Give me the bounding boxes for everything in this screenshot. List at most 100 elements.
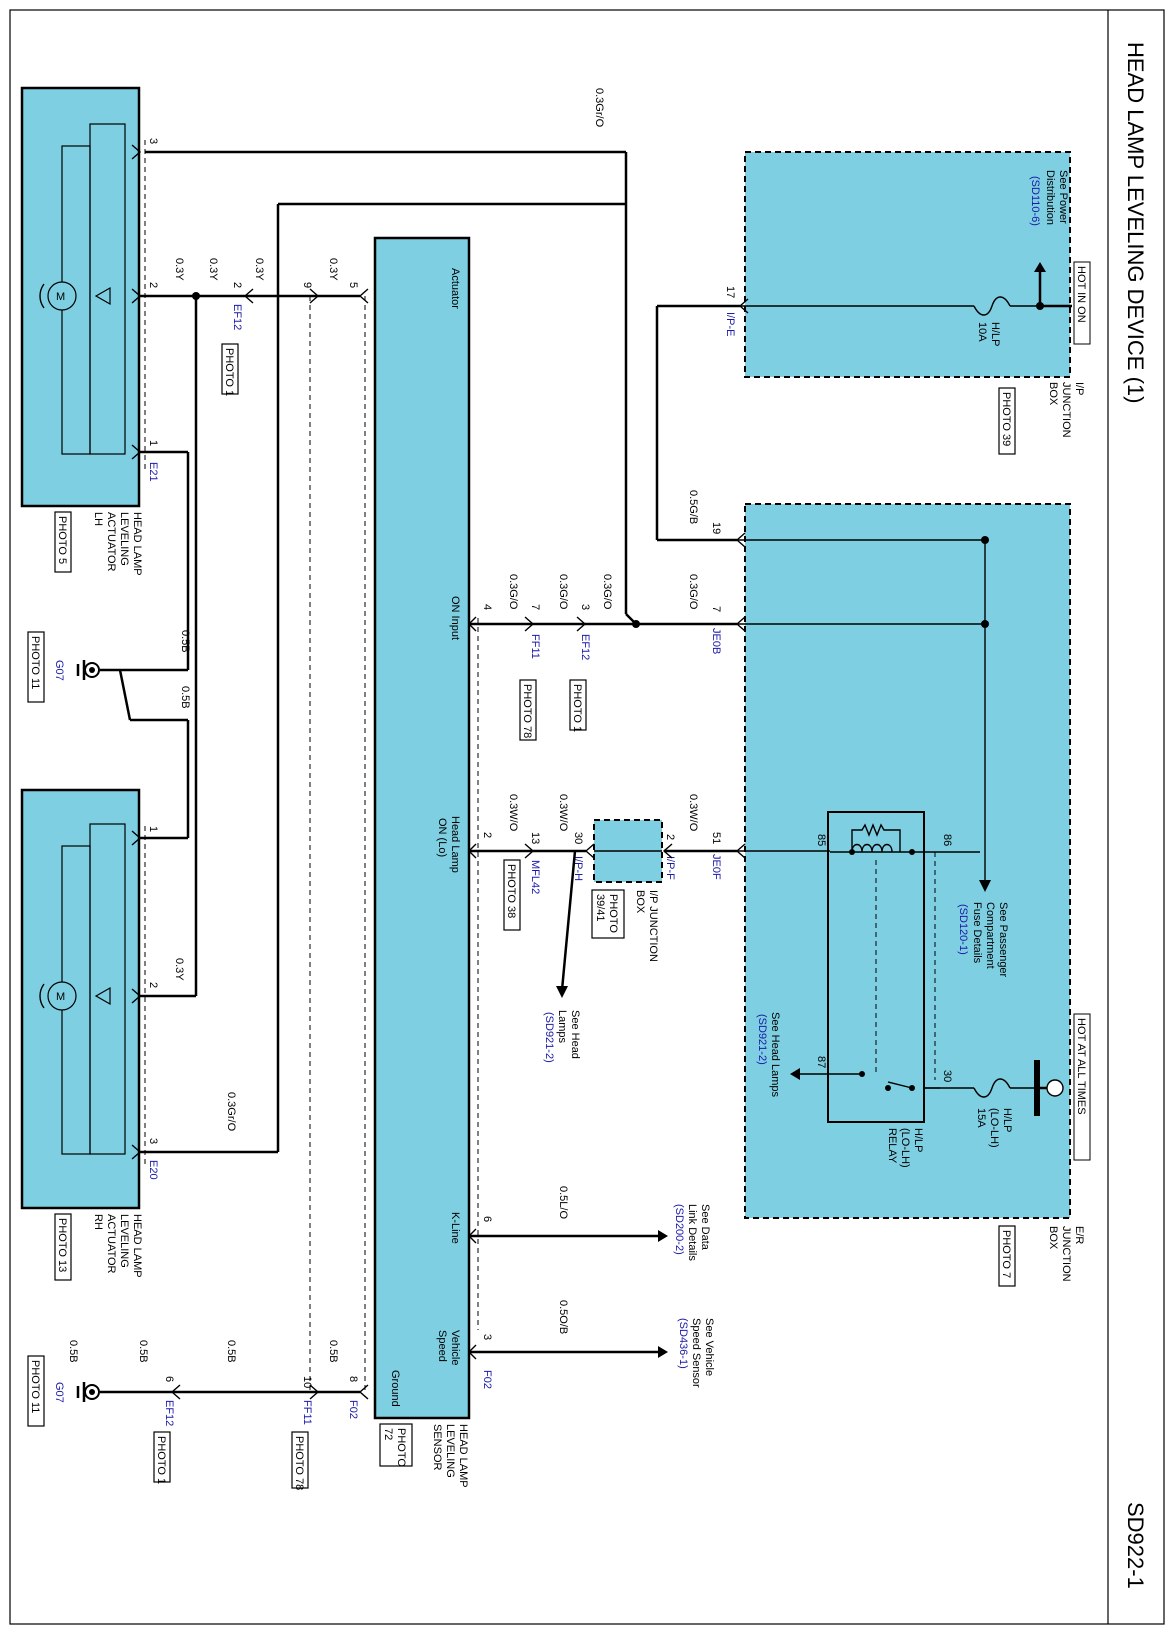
svg-text:0.5B: 0.5B bbox=[327, 1340, 339, 1363]
svg-text:39/41: 39/41 bbox=[594, 894, 606, 922]
svg-text:0.3Y: 0.3Y bbox=[253, 258, 265, 281]
triangle-icon bbox=[94, 286, 111, 306]
svg-text:PHOTO 1: PHOTO 1 bbox=[155, 1436, 167, 1484]
svg-text:I/P-E: I/P-E bbox=[724, 312, 736, 336]
svg-text:Vehicle: Vehicle bbox=[449, 1330, 461, 1365]
svg-text:6: 6 bbox=[481, 1216, 493, 1222]
svg-text:JUNCTION: JUNCTION bbox=[1060, 1226, 1072, 1282]
svg-text:H/LP: H/LP bbox=[912, 1128, 924, 1152]
svg-text:LEVELING: LEVELING bbox=[118, 512, 130, 566]
svg-text:0.3G/O: 0.3G/O bbox=[557, 574, 569, 610]
svg-text:0.3Gr/O: 0.3Gr/O bbox=[593, 88, 605, 128]
svg-text:PHOTO 1: PHOTO 1 bbox=[223, 348, 235, 396]
svg-text:1: 1 bbox=[147, 440, 159, 446]
svg-text:LH: LH bbox=[92, 512, 104, 526]
svg-text:SENSOR: SENSOR bbox=[431, 1424, 443, 1471]
svg-text:See Head: See Head bbox=[569, 1010, 581, 1059]
svg-text:6: 6 bbox=[163, 1376, 175, 1382]
svg-text:10: 10 bbox=[301, 1376, 313, 1388]
svg-text:2: 2 bbox=[481, 832, 493, 838]
svg-text:0.5B: 0.5B bbox=[67, 1340, 79, 1363]
hot-at-all-times-box bbox=[1073, 1013, 1091, 1161]
svg-text:7: 7 bbox=[710, 606, 722, 612]
svg-text:See Power: See Power bbox=[1057, 170, 1069, 224]
svg-text:7: 7 bbox=[529, 604, 541, 610]
svg-text:(SD436-1): (SD436-1) bbox=[677, 1318, 689, 1369]
hot-in-on-box bbox=[1073, 261, 1091, 345]
svg-text:PHOTO 13: PHOTO 13 bbox=[56, 1218, 68, 1272]
svg-text:E/R: E/R bbox=[1073, 1226, 1085, 1244]
svg-text:(LO-LH): (LO-LH) bbox=[899, 1128, 911, 1168]
svg-text:3: 3 bbox=[481, 1334, 493, 1340]
svg-text:5: 5 bbox=[347, 282, 359, 288]
svg-text:G07: G07 bbox=[53, 660, 65, 681]
page-code: SD922-1 bbox=[1123, 1502, 1148, 1589]
svg-text:51: 51 bbox=[710, 832, 722, 844]
svg-text:86: 86 bbox=[941, 834, 953, 846]
svg-text:0.3Gr/O: 0.3Gr/O bbox=[225, 1092, 237, 1132]
relay-coil-icon bbox=[851, 843, 893, 853]
svg-text:0.5B: 0.5B bbox=[179, 630, 191, 653]
svg-text:E21: E21 bbox=[147, 462, 159, 482]
svg-text:2: 2 bbox=[231, 282, 243, 288]
svg-text:Distribution: Distribution bbox=[1044, 170, 1056, 225]
svg-text:2: 2 bbox=[147, 982, 159, 988]
motor-icon bbox=[47, 981, 77, 1011]
svg-text:0.5B: 0.5B bbox=[137, 1340, 149, 1363]
head-lamp-relay bbox=[827, 811, 925, 1123]
svg-text:ACTUATOR: ACTUATOR bbox=[105, 512, 117, 572]
svg-text:RELAY: RELAY bbox=[886, 1128, 898, 1164]
svg-text:See Vehicle: See Vehicle bbox=[703, 1318, 715, 1376]
svg-text:PHOTO 39: PHOTO 39 bbox=[1000, 392, 1012, 446]
arrow-down-icon bbox=[979, 880, 991, 892]
svg-text:PHOTO 78: PHOTO 78 bbox=[521, 684, 533, 738]
svg-text:(SD921-2): (SD921-2) bbox=[543, 1012, 555, 1063]
svg-text:Head Lamp: Head Lamp bbox=[449, 816, 461, 873]
svg-text:0.5B: 0.5B bbox=[179, 686, 191, 709]
head-lamp-leveling-actuator-lh bbox=[20, 86, 141, 508]
svg-text:RH: RH bbox=[92, 1214, 104, 1230]
svg-text:Ground: Ground bbox=[389, 1370, 401, 1407]
svg-text:Lamps: Lamps bbox=[556, 1010, 568, 1044]
ef12-label-2: EF12 bbox=[579, 634, 591, 660]
svg-text:K-Line: K-Line bbox=[449, 1212, 461, 1244]
motor-icon bbox=[47, 281, 77, 311]
svg-text:(SD200-2): (SD200-2) bbox=[673, 1204, 685, 1255]
arrow-down-icon bbox=[556, 986, 568, 998]
head-lamp-leveling-actuator-rh bbox=[20, 788, 141, 1210]
svg-text:LEVELING: LEVELING bbox=[118, 1214, 130, 1268]
svg-text:I/P: I/P bbox=[1073, 382, 1085, 395]
svg-text:0.5L/O: 0.5L/O bbox=[557, 1186, 569, 1219]
svg-text:PHOTO 1: PHOTO 1 bbox=[571, 684, 583, 732]
svg-text:HEAD LAMP: HEAD LAMP bbox=[457, 1424, 469, 1488]
motor-m-label: M bbox=[56, 291, 65, 303]
svg-text:PHOTO 78: PHOTO 78 bbox=[293, 1436, 305, 1490]
svg-text:I/P JUNCTION: I/P JUNCTION bbox=[647, 890, 659, 962]
svg-text:Actuator: Actuator bbox=[449, 268, 461, 309]
svg-text:See Passenger: See Passenger bbox=[997, 902, 1009, 978]
arrow-up-icon bbox=[1034, 262, 1046, 272]
svg-text:HEAD LAMP: HEAD LAMP bbox=[131, 1214, 143, 1278]
svg-text:ACTUATOR: ACTUATOR bbox=[105, 1214, 117, 1274]
svg-text:(SD110-6): (SD110-6) bbox=[1029, 176, 1041, 226]
svg-text:17: 17 bbox=[724, 286, 736, 298]
svg-text:72: 72 bbox=[382, 1428, 394, 1440]
svg-text:HEAD LAMP: HEAD LAMP bbox=[131, 512, 143, 576]
svg-text:PHOTO 7: PHOTO 7 bbox=[1000, 1230, 1012, 1278]
diagram-title: HEAD LAMP LEVELING DEVICE (1) bbox=[1123, 42, 1148, 404]
svg-text:3: 3 bbox=[147, 1138, 159, 1144]
svg-text:0.3G/O: 0.3G/O bbox=[507, 574, 519, 610]
svg-text:BOX: BOX bbox=[1047, 382, 1059, 406]
svg-text:30: 30 bbox=[941, 1070, 953, 1082]
svg-text:E20: E20 bbox=[147, 1160, 159, 1180]
fuse-icon bbox=[973, 296, 1011, 316]
svg-text:(LO-LH): (LO-LH) bbox=[988, 1108, 1000, 1148]
svg-text:13: 13 bbox=[529, 832, 541, 844]
svg-text:0.3W/O: 0.3W/O bbox=[557, 794, 569, 832]
svg-text:Speed Sensor: Speed Sensor bbox=[690, 1318, 702, 1388]
svg-text:1: 1 bbox=[147, 826, 159, 832]
motor-m-label: M bbox=[56, 991, 65, 1003]
photo-72-tag bbox=[379, 1423, 413, 1467]
ff11-label-2: FF11 bbox=[529, 634, 541, 659]
